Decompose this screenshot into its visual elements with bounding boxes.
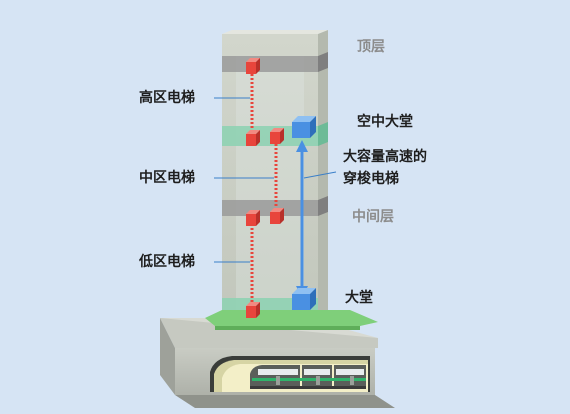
red-cube-icon [246, 130, 260, 146]
blue-cube-icon [292, 116, 316, 138]
express-leader [303, 171, 337, 179]
red-cube-icon [270, 128, 284, 144]
red-cube-icon [246, 210, 260, 226]
high-zone-elevator-label: 高区电梯 [139, 90, 195, 106]
mid-zone-elevator-label: 中区电梯 [139, 170, 195, 186]
red-cube-icon [270, 208, 284, 224]
blue-cube-icon [292, 288, 316, 310]
middle-floor-band [222, 196, 328, 216]
top-floor-label: 顶层 [357, 39, 385, 55]
red-cube-icon [246, 58, 260, 74]
express-elevator-label-line1: 大容量高速的 [343, 149, 427, 165]
middle-floor-label: 中间层 [352, 209, 394, 225]
lobby-label: 大堂 [345, 290, 373, 306]
train-icon [250, 365, 366, 389]
sky-lobby-label: 空中大堂 [357, 114, 413, 130]
low-zone-elevator-label: 低区电梯 [139, 254, 195, 270]
red-cube-icon [246, 302, 260, 318]
express-elevator-label-line2: 穿梭电梯 [343, 171, 399, 187]
